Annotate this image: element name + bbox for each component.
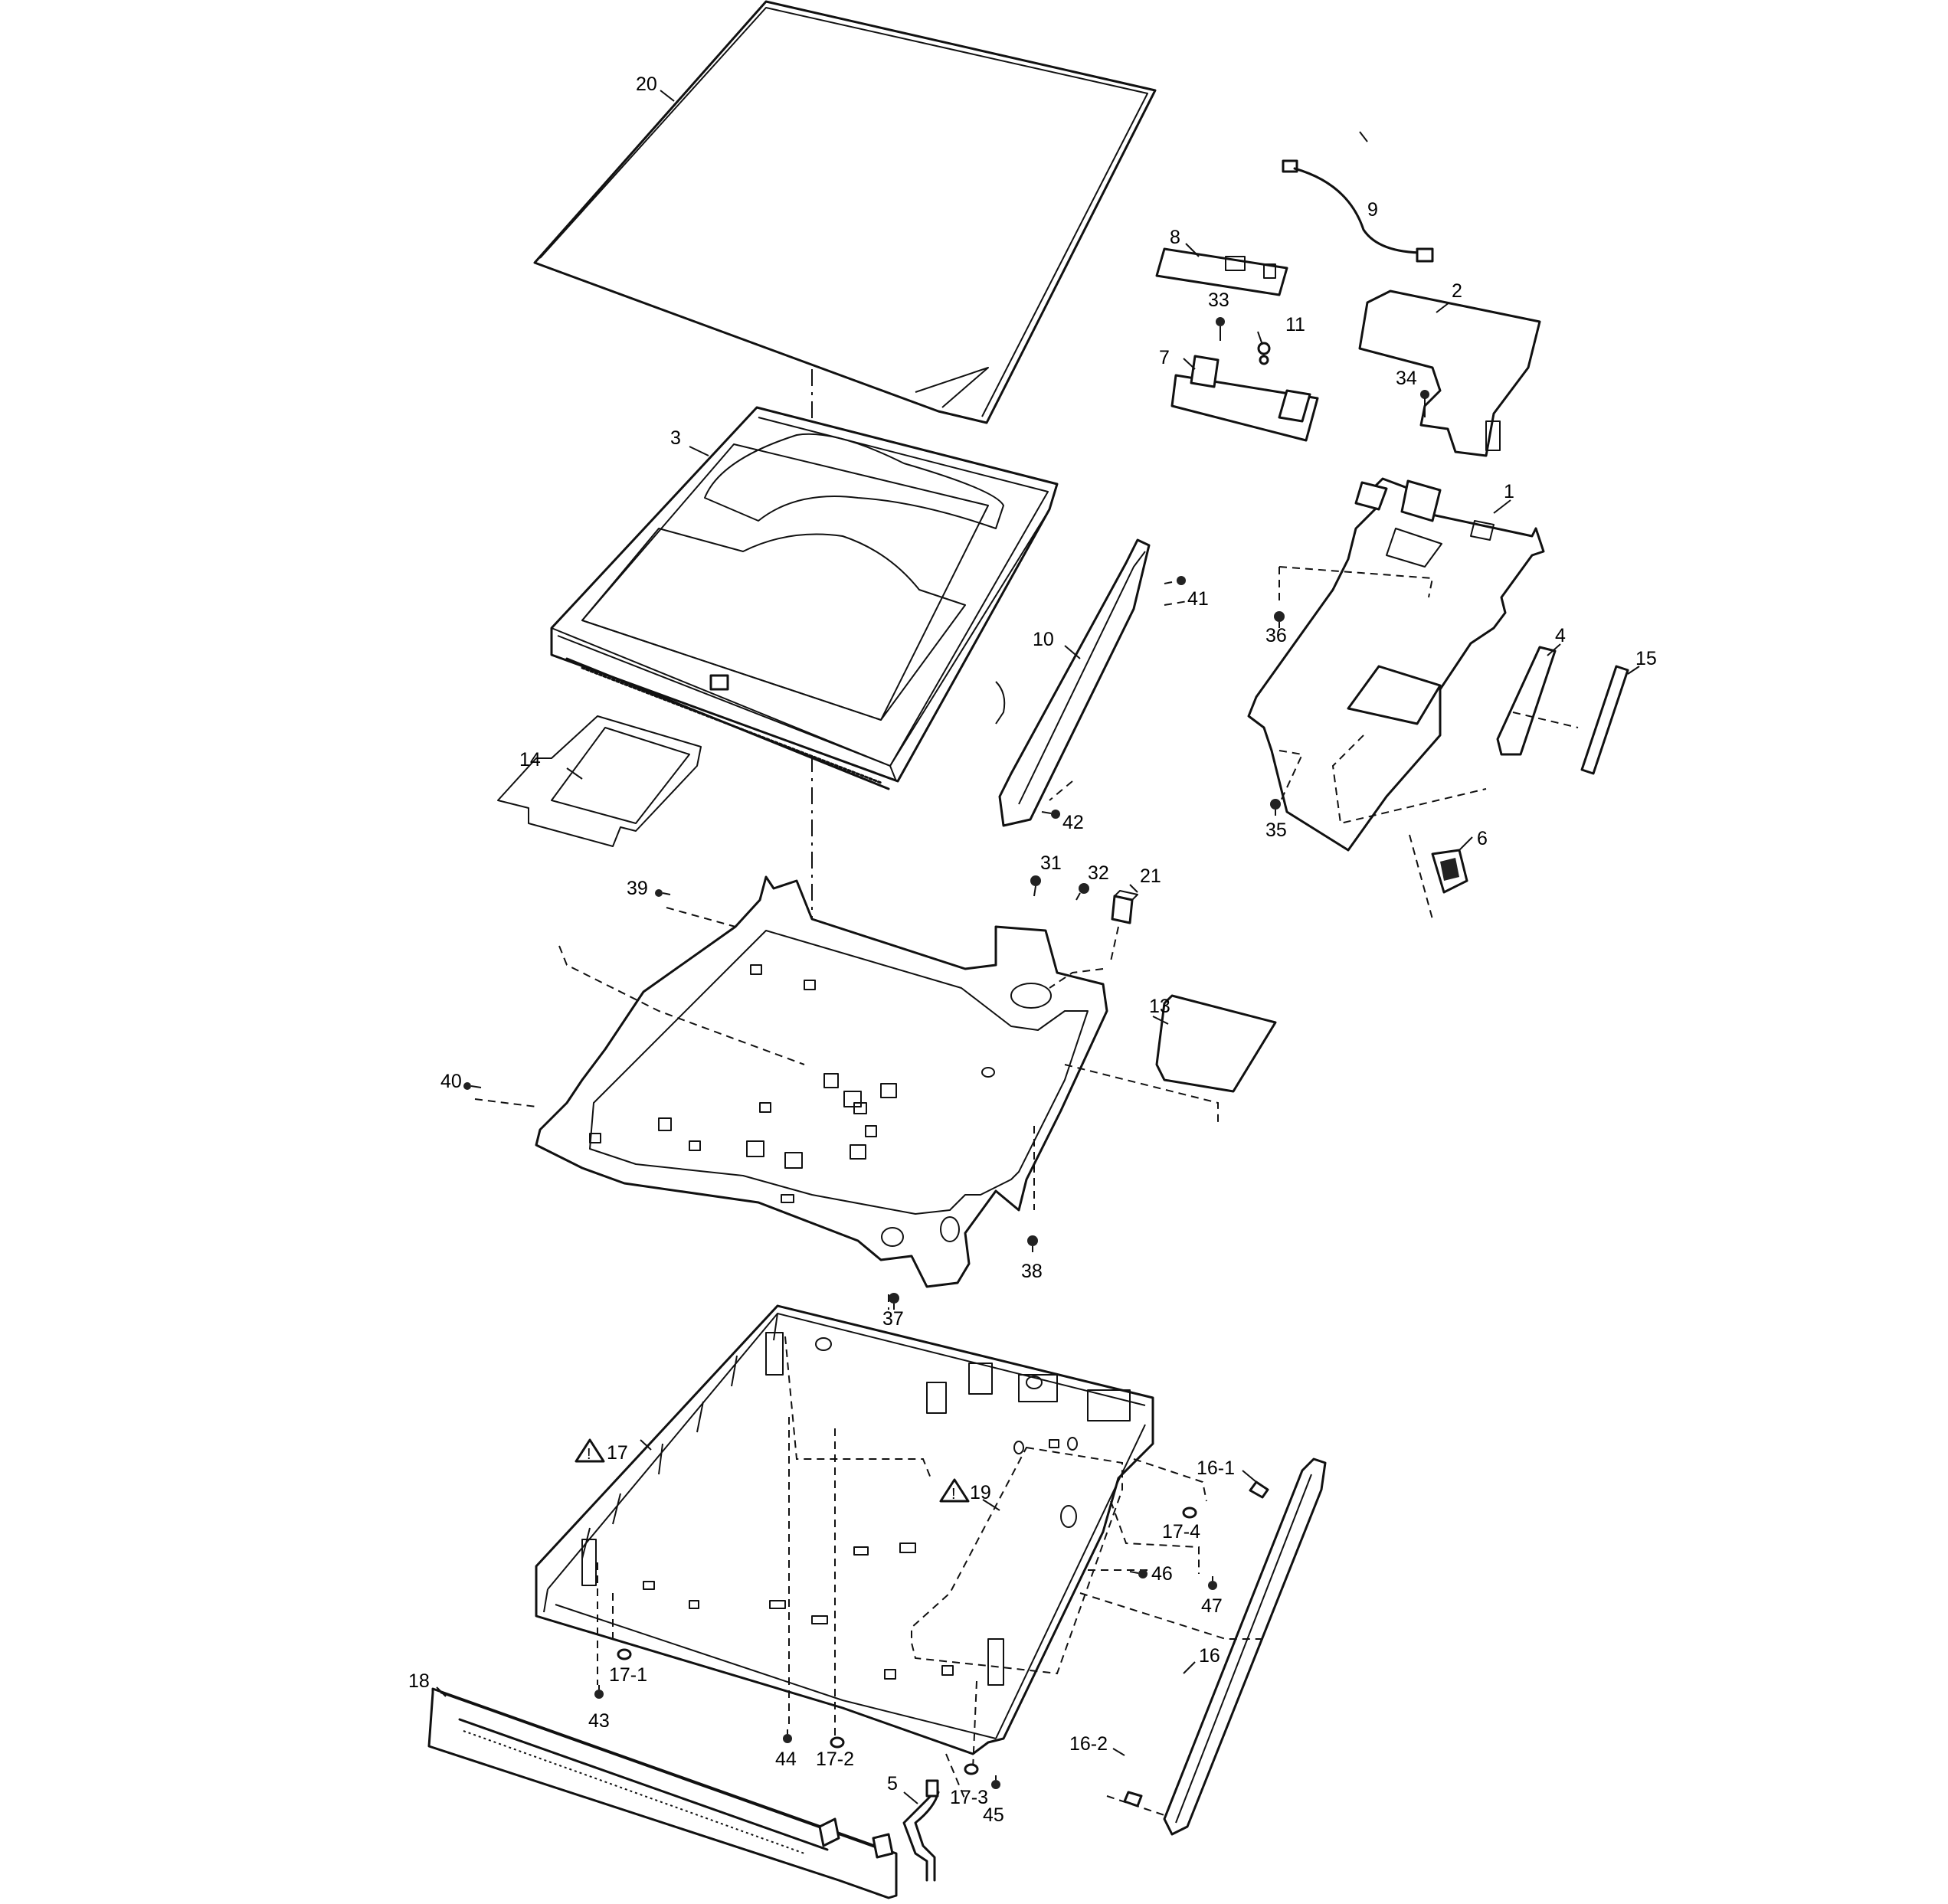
label-3: 3 — [670, 427, 681, 449]
screw-40 — [463, 1082, 482, 1090]
screw-46 — [1129, 1569, 1148, 1578]
pad-part-13 — [1155, 994, 1277, 1093]
foot-17-2 — [830, 1736, 845, 1749]
label-20: 20 — [636, 74, 657, 95]
label-32: 32 — [1088, 862, 1109, 884]
svg-text:!: ! — [587, 1446, 591, 1463]
label-19: 19 — [970, 1482, 991, 1503]
label-40: 40 — [440, 1071, 462, 1092]
caution-triangle-icon: ! — [575, 1438, 605, 1463]
label-33: 33 — [1208, 290, 1229, 311]
label-34: 34 — [1396, 368, 1417, 389]
label-17-2: 17-2 — [816, 1749, 854, 1770]
screw-37 — [889, 1293, 899, 1310]
label-17-3: 17-3 — [950, 1787, 988, 1808]
label-16: 16 — [1199, 1645, 1220, 1667]
label-42: 42 — [1062, 812, 1084, 833]
label-9: 9 — [1367, 199, 1378, 221]
label-36: 36 — [1265, 625, 1287, 646]
label-37: 37 — [882, 1308, 904, 1330]
label-31: 31 — [1040, 852, 1062, 874]
insulation-sheet-part-14 — [497, 715, 702, 847]
label-6: 6 — [1477, 828, 1488, 849]
side-bracket-part-10 — [995, 538, 1151, 827]
spacer-part-21 — [1111, 890, 1138, 924]
label-43: 43 — [588, 1710, 610, 1732]
label-14: 14 — [519, 749, 541, 770]
screw-33 — [1216, 317, 1225, 341]
screw-35 — [1270, 799, 1281, 816]
board-part-7 — [1170, 355, 1319, 442]
cable-part-5 — [902, 1779, 940, 1882]
label-11: 11 — [1285, 314, 1305, 335]
board-part-8 — [1155, 247, 1288, 296]
cable-part-9 — [1282, 159, 1434, 263]
screw-39 — [655, 889, 671, 897]
label-16-1: 16-1 — [1197, 1457, 1235, 1479]
screw-34 — [1420, 390, 1429, 417]
clip-16-2 — [1123, 1791, 1143, 1807]
screw-38 — [1027, 1235, 1038, 1252]
label-38: 38 — [1021, 1261, 1043, 1282]
label-7: 7 — [1159, 347, 1170, 368]
leader-lines — [436, 90, 1640, 1804]
label-17: 17 — [607, 1442, 628, 1464]
label-44: 44 — [775, 1749, 797, 1770]
label-21: 21 — [1140, 865, 1161, 887]
main-board-part-1 — [1247, 477, 1545, 852]
label-2: 2 — [1452, 280, 1462, 302]
caution-triangle-icon: ! — [939, 1478, 970, 1503]
label-45: 45 — [983, 1804, 1004, 1826]
svg-text:!: ! — [951, 1486, 956, 1503]
screw-42 — [1041, 810, 1060, 819]
part-labels: 20 3 8 33 11 7 9 2 34 1 41 36 10 4 15 14… — [408, 74, 1657, 1826]
region-part-19 — [911, 1446, 1123, 1675]
label-15: 15 — [1635, 648, 1657, 669]
foot-17-4 — [1182, 1507, 1197, 1519]
label-10: 10 — [1033, 629, 1054, 650]
label-47: 47 — [1201, 1595, 1223, 1617]
label-18: 18 — [408, 1670, 430, 1692]
screws — [463, 317, 1429, 1807]
label-16-2: 16-2 — [1069, 1733, 1108, 1755]
label-39: 39 — [627, 878, 648, 899]
label-1: 1 — [1504, 481, 1514, 502]
screw-45 — [991, 1775, 1000, 1789]
bottom-case-part-17 — [535, 1304, 1154, 1755]
label-17-1: 17-1 — [609, 1664, 647, 1686]
screw-31 — [1030, 875, 1041, 897]
screw-43 — [594, 1685, 604, 1699]
screw-11 — [1257, 342, 1271, 365]
top-cover-part-20 — [533, 0, 1157, 424]
screw-41 — [1164, 576, 1186, 585]
label-35: 35 — [1265, 820, 1287, 841]
label-5: 5 — [887, 1773, 898, 1794]
front-panel-part-18 — [427, 1687, 898, 1899]
assembly-lines-top — [474, 566, 1579, 1310]
foot-17-1 — [617, 1648, 632, 1660]
screw-47 — [1208, 1576, 1217, 1590]
screw-44 — [783, 1729, 792, 1743]
bracket-part-4 — [1496, 646, 1557, 756]
clip-16-1 — [1249, 1480, 1269, 1499]
switch-part-6 — [1431, 849, 1468, 894]
label-8: 8 — [1170, 227, 1180, 248]
label-13: 13 — [1149, 996, 1170, 1017]
screw-36 — [1274, 611, 1285, 628]
board-part-2 — [1358, 290, 1541, 457]
disc-drive-part-3 — [550, 406, 1059, 790]
chassis-frame — [535, 875, 1108, 1288]
panel-part-15 — [1580, 665, 1629, 775]
side-panel-part-16 — [1163, 1457, 1327, 1836]
screw-32 — [1075, 883, 1089, 901]
foot-17-3 — [964, 1763, 979, 1775]
label-17-4: 17-4 — [1162, 1521, 1200, 1543]
label-46: 46 — [1151, 1563, 1173, 1585]
label-4: 4 — [1555, 625, 1566, 646]
label-41: 41 — [1187, 588, 1209, 610]
